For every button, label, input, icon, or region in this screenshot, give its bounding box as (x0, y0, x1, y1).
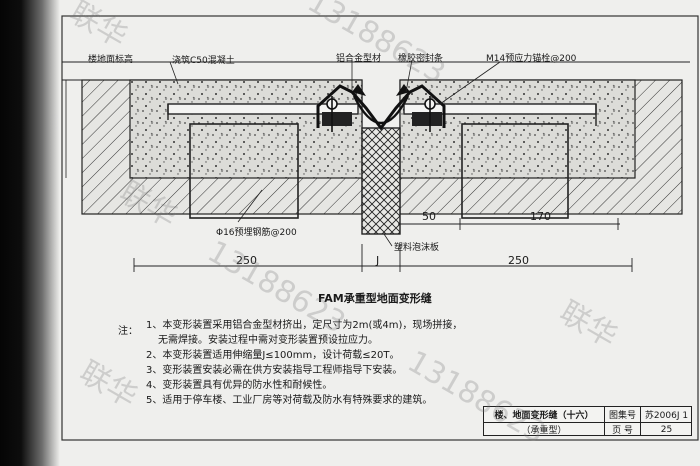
dimension-right-250: 250 (508, 254, 529, 267)
title-block: 楼、地面变形缝（十六） （承重型） 图集号 苏2006J 1 页 号 25 (483, 406, 692, 436)
atlas-number-value: 苏2006J 1 (641, 407, 692, 423)
note-item-4: 4、变形装置具有优异的防水性和耐候性。 (146, 380, 333, 391)
right-rebar-outline (461, 123, 569, 219)
title-block-subname: （承重型） (484, 423, 605, 436)
aluminum-profile-label: 铝合金型材 (336, 54, 382, 64)
anchor-bolt-label: M14预应力锚栓@200 (486, 54, 577, 64)
note-item-3: 3、变形装置安装必需在供方安装指导工程师指导下安装。 (146, 365, 403, 376)
page-number-value: 25 (660, 424, 673, 435)
figure-title: FAM承重型地面变形缝 (318, 292, 432, 305)
notes-heading: 注： (118, 326, 138, 337)
dimension-50: 50 (422, 210, 436, 223)
left-concrete-pour (129, 79, 363, 179)
leader-lines (142, 59, 501, 247)
aluminum-profile (316, 84, 446, 131)
foam-board-label: 塑料泡沫板 (394, 243, 440, 253)
dimension-gap-j: J (376, 254, 380, 267)
foam-board (361, 127, 401, 235)
rubber-seal-label: 橡胶密封条 (398, 54, 444, 64)
rebar-label: Φ16预埋钢筋@200 (216, 228, 297, 238)
left-rebar-outline (189, 123, 299, 219)
note-item-2: 2、本变形装置适用伸缩量J≤100mm，设计荷载≤20T。 (146, 350, 400, 361)
note-item-1: 1、本变形装置采用铝合金型材挤出，定尺寸为2m(或4m)，现场拼接， (146, 320, 463, 331)
anchor-bolts (326, 96, 436, 132)
note-item-5: 5、适用于停车楼、工业厂房等对荷载及防水有特殊要求的建筑。 (146, 395, 433, 406)
note-item-1-cont: 无需焊接。安装过程中需对变形装置预设拉应力。 (158, 335, 378, 346)
page-number-label: 页 号 (605, 423, 641, 436)
notes-list: 1、本变形装置采用铝合金型材挤出，定尺寸为2m(或4m)，现场拼接， 无需焊接。… (146, 318, 506, 408)
atlas-number-label: 图集号 (605, 407, 641, 423)
right-concrete-pour (399, 79, 636, 179)
dimension-170: 170 (530, 210, 551, 223)
scan-shadow-edge (0, 0, 60, 466)
title-block-name: 楼、地面变形缝（十六） (484, 407, 605, 423)
floor-level-label: 楼地面标高 (88, 55, 134, 65)
concrete-label: 浇筑C50混凝土 (172, 56, 235, 66)
dimension-left-250: 250 (236, 254, 257, 267)
dimension-lines (133, 218, 633, 272)
rubber-seal (352, 95, 410, 125)
